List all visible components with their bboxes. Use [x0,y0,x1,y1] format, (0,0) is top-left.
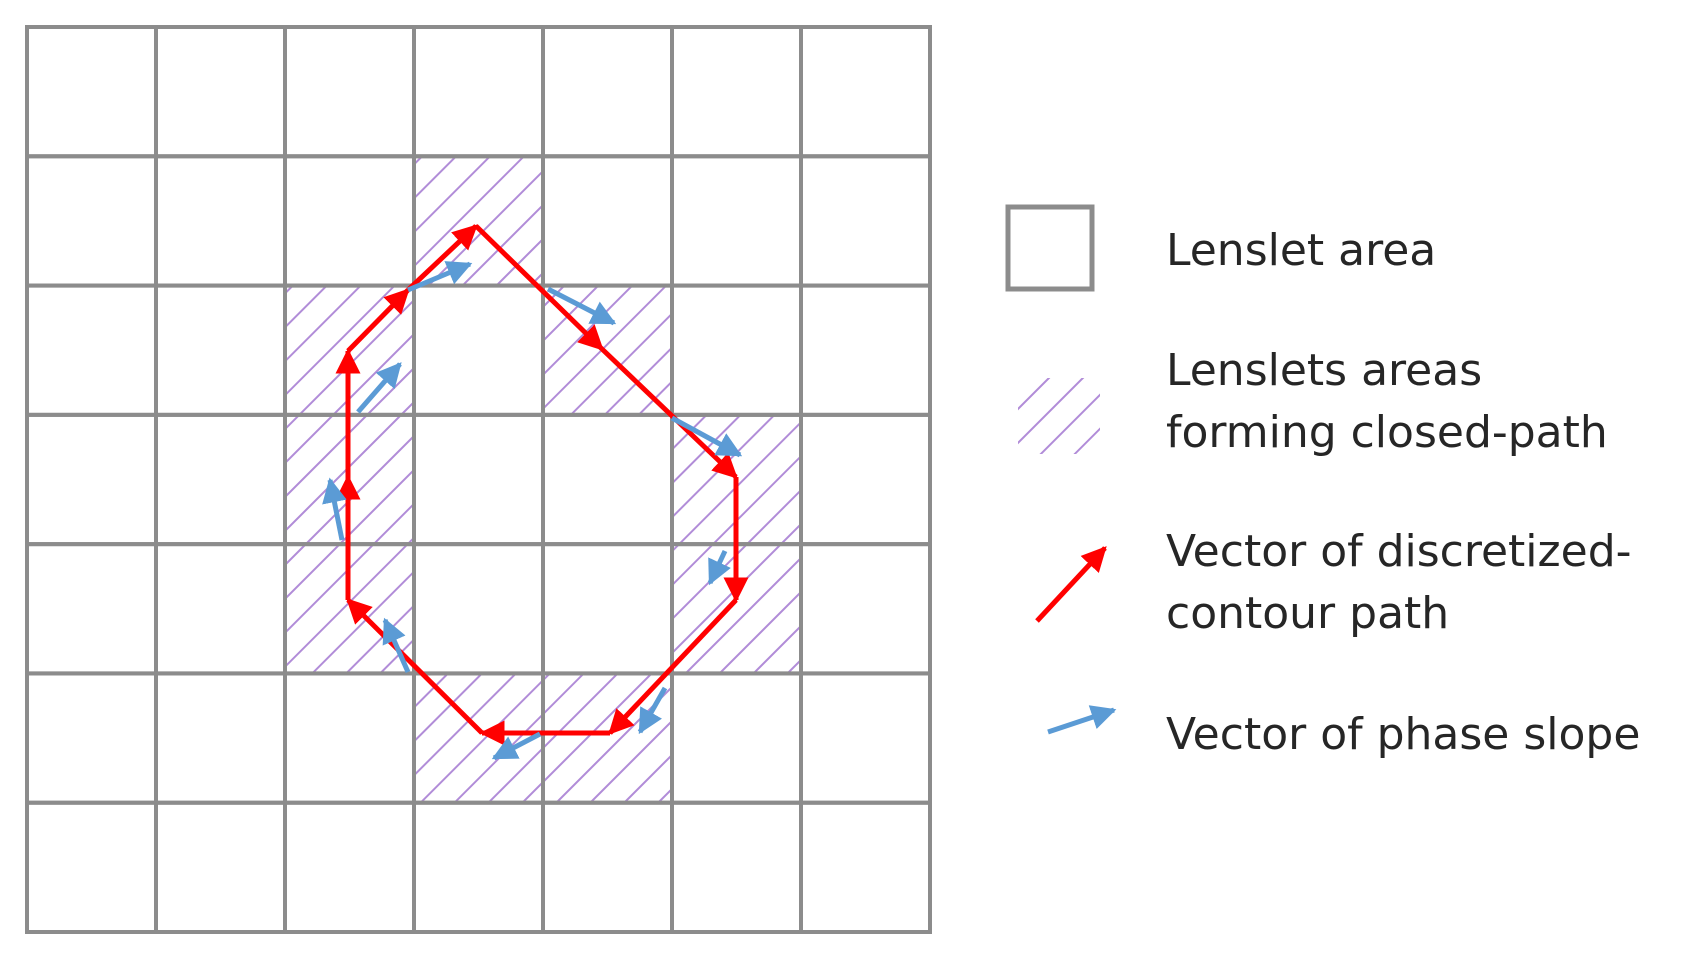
lenslet-cell [25,800,158,935]
lenslet-cell [412,25,545,159]
lenslet-cell [799,542,932,676]
phase-slope-arrow [707,549,731,586]
lenslet-cell [670,671,803,805]
lenslet-cell [25,283,158,417]
legend-contour-vector-arrow [1035,546,1107,623]
lenslet-cell [541,800,674,935]
phase-slope-arrow [356,362,402,414]
lenslet-cell [799,671,932,805]
legend-phase-slope-label: Vector of phase slope [1166,709,1640,760]
phase-slope-vectors [322,261,743,761]
lenslet-cell [799,154,932,288]
lenslet-cell [412,800,545,935]
lenslet-cell [283,800,416,935]
lenslet-cell [283,25,416,159]
contour-vector-arrow [346,288,410,353]
legend-closed-path-label-line1: Lenslets areas [1166,345,1482,396]
phase-slope-arrow [407,261,473,293]
lenslet-grid [25,25,932,935]
lenslet-cell [799,800,932,935]
lenslet-cell [670,800,803,935]
lenslet-cell [541,154,674,288]
legend-lenslet-area-swatch [1005,204,1095,292]
lenslet-cell [25,25,158,159]
lenslet-cell [25,671,158,805]
contour-vector-arrow [346,598,484,735]
lenslet-cell [541,542,674,676]
hatched-cell [414,673,543,803]
contour-vector-arrow [608,598,738,735]
lenslet-cell [25,542,158,676]
lenslet-cell [670,154,803,288]
discretized-contour-path [335,224,749,746]
lenslet-cell [154,542,287,676]
legend: Lenslet area Lenslets areas forming clos… [1005,204,1640,760]
lenslet-cell [25,154,158,288]
contour-vector-arrow [600,347,738,479]
lenslet-cell [799,412,932,547]
lenslet-cell [25,412,158,547]
contour-vector-arrow [474,224,604,351]
lenslet-cell [670,25,803,159]
legend-closed-path-swatch [1018,378,1100,454]
phase-slope-arrow [670,415,743,458]
phase-slope-arrow [491,731,542,761]
lenslet-cell [670,283,803,417]
lenslet-cell [154,671,287,805]
lenslet-cell [154,154,287,288]
legend-contour-vector-label-line1: Vector of discretized- [1166,526,1632,577]
lenslet-cell [799,283,932,417]
lenslet-cell [154,283,287,417]
lenslet-cell [154,412,287,547]
phase-slope-arrow [322,477,347,541]
legend-closed-path-label-line2: forming closed-path [1166,407,1608,458]
lenslet-cell [283,154,416,288]
lenslet-cell [154,25,287,159]
lenslet-cell [541,25,674,159]
legend-phase-slope-arrow [1047,705,1117,735]
lenslet-cell [154,800,287,935]
lenslet-cell [412,283,545,417]
phase-slope-arrow [637,686,668,735]
contour-vector-arrow [406,224,478,292]
phase-slope-arrow [382,617,411,674]
lenslet-cell [412,542,545,676]
phase-slope-arrow [546,286,617,326]
lenslet-cell [283,671,416,805]
legend-lenslet-area-label: Lenslet area [1166,225,1436,276]
lenslet-cell [541,412,674,547]
lenslet-cell [799,25,932,159]
lenslet-cell [412,412,545,547]
legend-contour-vector-label-line2: contour path [1166,588,1449,639]
hatched-cell [543,673,672,803]
